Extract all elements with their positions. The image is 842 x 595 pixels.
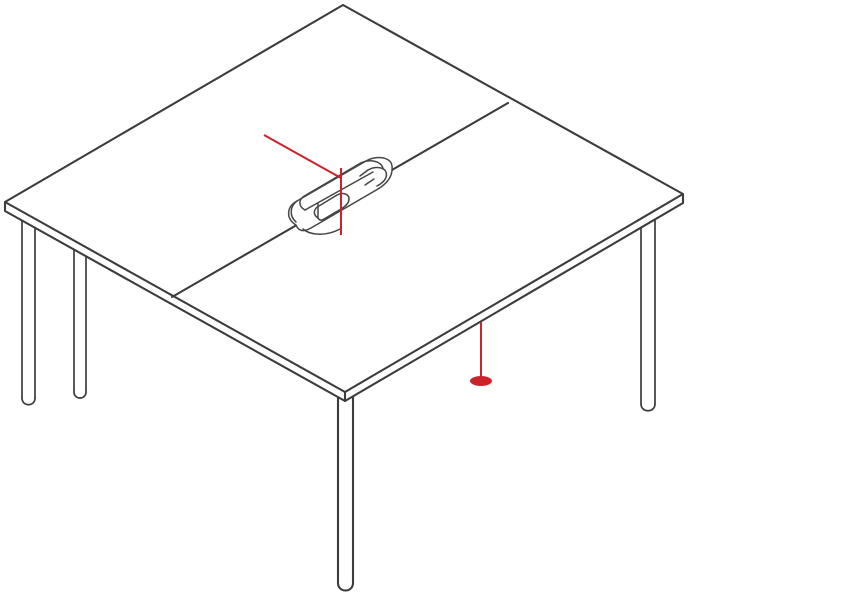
annotation-grommet-leader <box>263 134 342 179</box>
annotation-markers-group <box>263 134 492 386</box>
annotation-edge-dot <box>470 376 492 386</box>
leg-left <box>21 213 36 406</box>
grommet-end-cap-seam-2 <box>364 178 375 186</box>
annotation-table-edge[interactable] <box>470 322 492 386</box>
grommet-end-cap-seam <box>359 169 369 177</box>
leg-front <box>336 394 355 592</box>
table-edge-front-left <box>3 200 347 403</box>
leg-right <box>640 205 656 412</box>
grommet-flap-edge <box>304 171 374 211</box>
annotation-grommet[interactable] <box>263 134 342 235</box>
grommet-bezel-left <box>290 200 298 223</box>
grommet-slot <box>313 192 350 221</box>
grommet-end-cap <box>367 166 388 187</box>
table-edge-front-right <box>343 192 685 403</box>
grommet-flap-top <box>299 160 384 211</box>
grommet-bezel-bottom <box>302 228 341 235</box>
